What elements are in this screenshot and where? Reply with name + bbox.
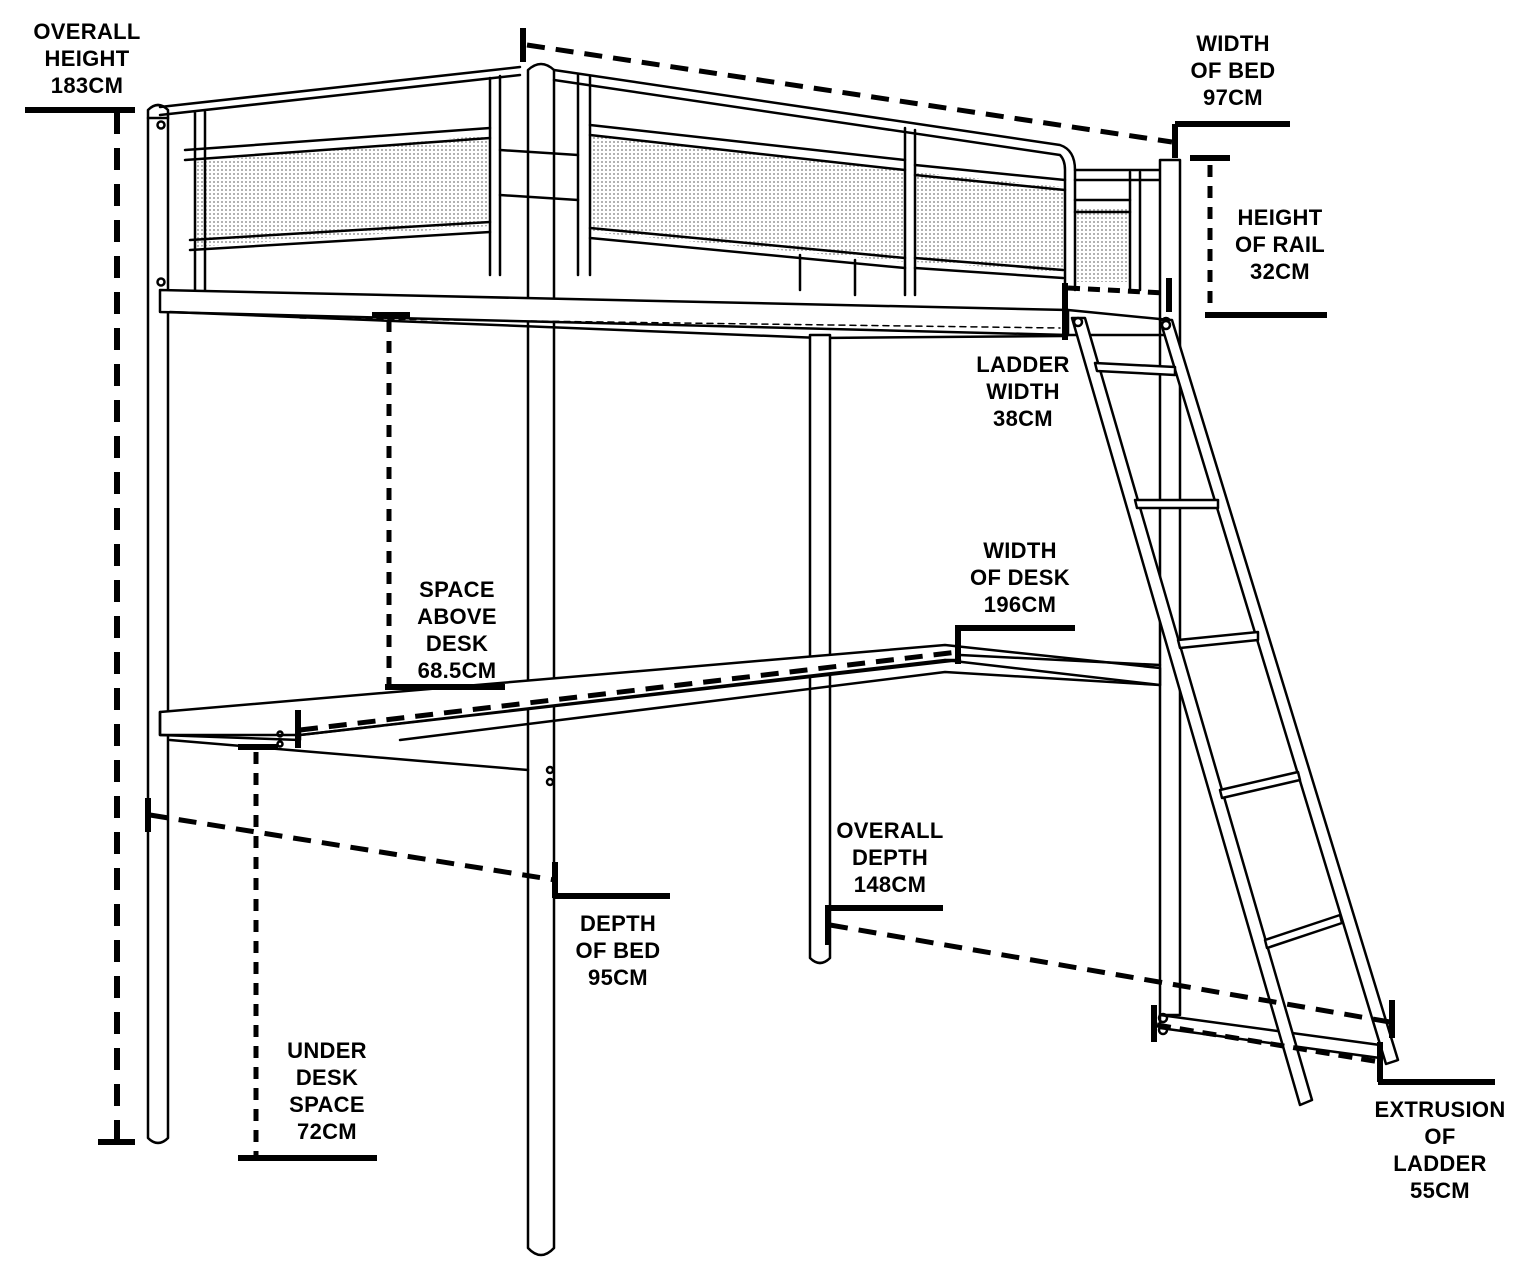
rail-mesh-panels <box>195 135 1130 282</box>
space-above-desk-label: SPACE ABOVE DESK 68.5CM <box>417 577 497 683</box>
middle-back-leg <box>808 333 832 965</box>
height-of-rail-label: HEIGHT OF RAIL 32CM <box>1234 205 1326 284</box>
dimension-markers <box>25 28 1495 1161</box>
overall-depth-label: OVERALL DEPTH 148CM <box>836 818 944 897</box>
ladder-right-rail <box>1158 318 1400 1066</box>
ladder-left-rail <box>1070 316 1314 1107</box>
depth-of-bed-cap <box>552 862 670 899</box>
back-left-post <box>146 103 170 1145</box>
width-of-bed-label: WIDTH OF BED 97CM <box>1190 31 1276 110</box>
ladder-rung <box>1133 498 1220 510</box>
width-of-desk-cap <box>955 625 1075 664</box>
ladder-rung <box>1176 630 1260 650</box>
depth-of-bed-dashed-line <box>149 812 556 883</box>
ladder-rung <box>1093 361 1177 377</box>
width-of-bed-dashed-line <box>526 42 1173 145</box>
ladder-width-dashed-line <box>1067 285 1166 296</box>
left-guard-rail <box>158 65 522 307</box>
width-of-bed-cap <box>1172 121 1290 158</box>
width-of-desk-label: WIDTH OF DESK 196CM <box>970 538 1070 617</box>
extrusion-cap <box>1377 1042 1495 1085</box>
bed-deck <box>158 288 1070 337</box>
extrusion-of-ladder-label: EXTRUSION OF LADDER 55CM <box>1374 1097 1506 1203</box>
width-of-desk-dashed-line <box>299 649 959 733</box>
ladder-rung <box>1218 770 1302 800</box>
overall-depth-dashed-line <box>829 922 1391 1025</box>
extrusion-dashed-line <box>1156 1022 1381 1065</box>
ladder-width-label: LADDER WIDTH 38CM <box>976 352 1070 431</box>
overall-height-label: OVERALL HEIGHT 183CM <box>33 19 141 98</box>
overall-depth-cap <box>825 905 943 945</box>
ladder-rung <box>1263 913 1344 950</box>
under-desk-space-label: UNDER DESK SPACE 72CM <box>287 1038 367 1144</box>
front-left-post <box>526 62 556 1257</box>
ladder <box>1070 316 1400 1107</box>
depth-of-bed-label: DEPTH OF BED 95CM <box>575 911 661 990</box>
